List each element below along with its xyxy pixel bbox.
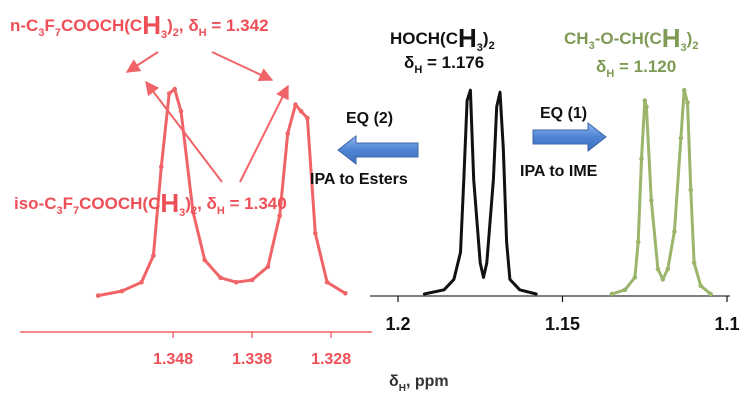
esters-axis-series-0-point xyxy=(305,115,310,121)
series-layer xyxy=(95,86,713,298)
main-axis-series-1-point xyxy=(639,156,644,162)
n-ester-arrow-right xyxy=(211,51,274,82)
eq2-arrow-shape xyxy=(337,134,419,166)
main-axis-series-1-point xyxy=(622,287,628,293)
iso-ester-arrow-right xyxy=(239,84,289,183)
eq1-label: EQ (1) xyxy=(540,105,587,122)
iso-ester-label: iso-C3F7COOCH(CH3)2, δH = 1.340 xyxy=(14,188,287,219)
esters-axis-series-0-point xyxy=(95,293,101,298)
main-axis-series-1-point xyxy=(672,229,677,234)
main-axis-series-1-point xyxy=(678,135,684,141)
main-axis-tick-label: 1.1 xyxy=(714,314,739,334)
esters-axis-series-0-line xyxy=(96,87,347,298)
main-axis-series-1-point xyxy=(691,260,697,266)
main-axis-tick-label: 1.2 xyxy=(385,314,410,334)
esters-axis-series-0-point xyxy=(159,164,164,170)
esters-axis-series-0-point xyxy=(313,231,318,236)
esters-axis-series-0-point xyxy=(190,208,196,214)
esters-axis-series-0-point xyxy=(202,257,207,263)
main-axis-series-1-point xyxy=(655,266,661,272)
esters-axis-series-0-point xyxy=(324,279,330,285)
main-axis-series-1-point xyxy=(644,104,649,110)
main-axis-series-1-point xyxy=(688,187,694,193)
esters-axis-series-0-point xyxy=(119,288,125,294)
esters-axis-series-0-point xyxy=(172,86,177,92)
main-axis-series-1-point xyxy=(609,291,615,297)
esters-axis-series-0-point xyxy=(298,109,304,114)
esters-axis-series-0-point xyxy=(265,264,271,270)
main-axis-series-1-point xyxy=(681,87,687,93)
n-ester-arrow-left xyxy=(125,51,159,73)
iso-ester-arrow-left xyxy=(145,80,223,183)
tick-layer: 1.2 1.15 1.1 1.348 1.338 1.328 xyxy=(153,296,740,368)
main-axis-series-1-point xyxy=(685,100,690,105)
esters-axis-series-0-point xyxy=(249,277,255,283)
main-axis-series-0-line xyxy=(422,88,538,296)
main-axis-series-1-point xyxy=(708,291,713,297)
esters-axis-series-0-point xyxy=(166,91,172,96)
eq2-description: IPA to Esters xyxy=(310,171,408,188)
main-axis-series-1-point xyxy=(635,239,641,245)
esters-axis-series-0-point xyxy=(139,279,144,285)
esters-axis-tick-label: 1.338 xyxy=(232,351,272,368)
esters-axis-series-0-point xyxy=(218,275,223,281)
esters-axis-series-0-point xyxy=(285,131,291,136)
main-axis-series-1-point xyxy=(649,198,654,203)
esters-axis-series-0-point xyxy=(277,213,283,218)
esters-axis-series-0-point xyxy=(234,279,239,285)
n-ester-label: n-C3F7COOCH(CH3)2, δH = 1.342 xyxy=(10,10,269,41)
esters-axis-series-0-point xyxy=(178,109,184,114)
x-axis-title: δH, ppm xyxy=(389,373,449,394)
main-axis-series-1-point xyxy=(632,275,638,280)
ipa-label-line1: HOCH(CH3)2 xyxy=(390,23,495,54)
ime-label-line2: δH = 1.120 xyxy=(596,57,676,80)
esters-axis-series-0-point xyxy=(343,291,348,296)
main-axis-series-1-point xyxy=(665,266,671,272)
main-axis-series-1-point xyxy=(660,277,666,282)
esters-axis-tick-label: 1.348 xyxy=(153,351,193,368)
esters-axis-series-0-point xyxy=(151,253,156,258)
ipa-label-line2: δH = 1.176 xyxy=(404,53,484,76)
main-axis-series-1-point xyxy=(698,283,703,289)
main-axis-series-1-point xyxy=(642,98,648,103)
esters-axis-series-0-point xyxy=(293,102,298,107)
eq1-description: IPA to IME xyxy=(520,163,598,180)
eq2-label: EQ (2) xyxy=(346,110,393,127)
esters-axis-tick-label: 1.328 xyxy=(311,351,351,368)
ime-label-line1: CH3-O-CH(CH3)2 xyxy=(564,23,698,54)
eq1-arrow-shape xyxy=(532,121,607,153)
pointer-arrows xyxy=(125,51,289,183)
main-axis-tick-label: 1.15 xyxy=(545,314,580,334)
